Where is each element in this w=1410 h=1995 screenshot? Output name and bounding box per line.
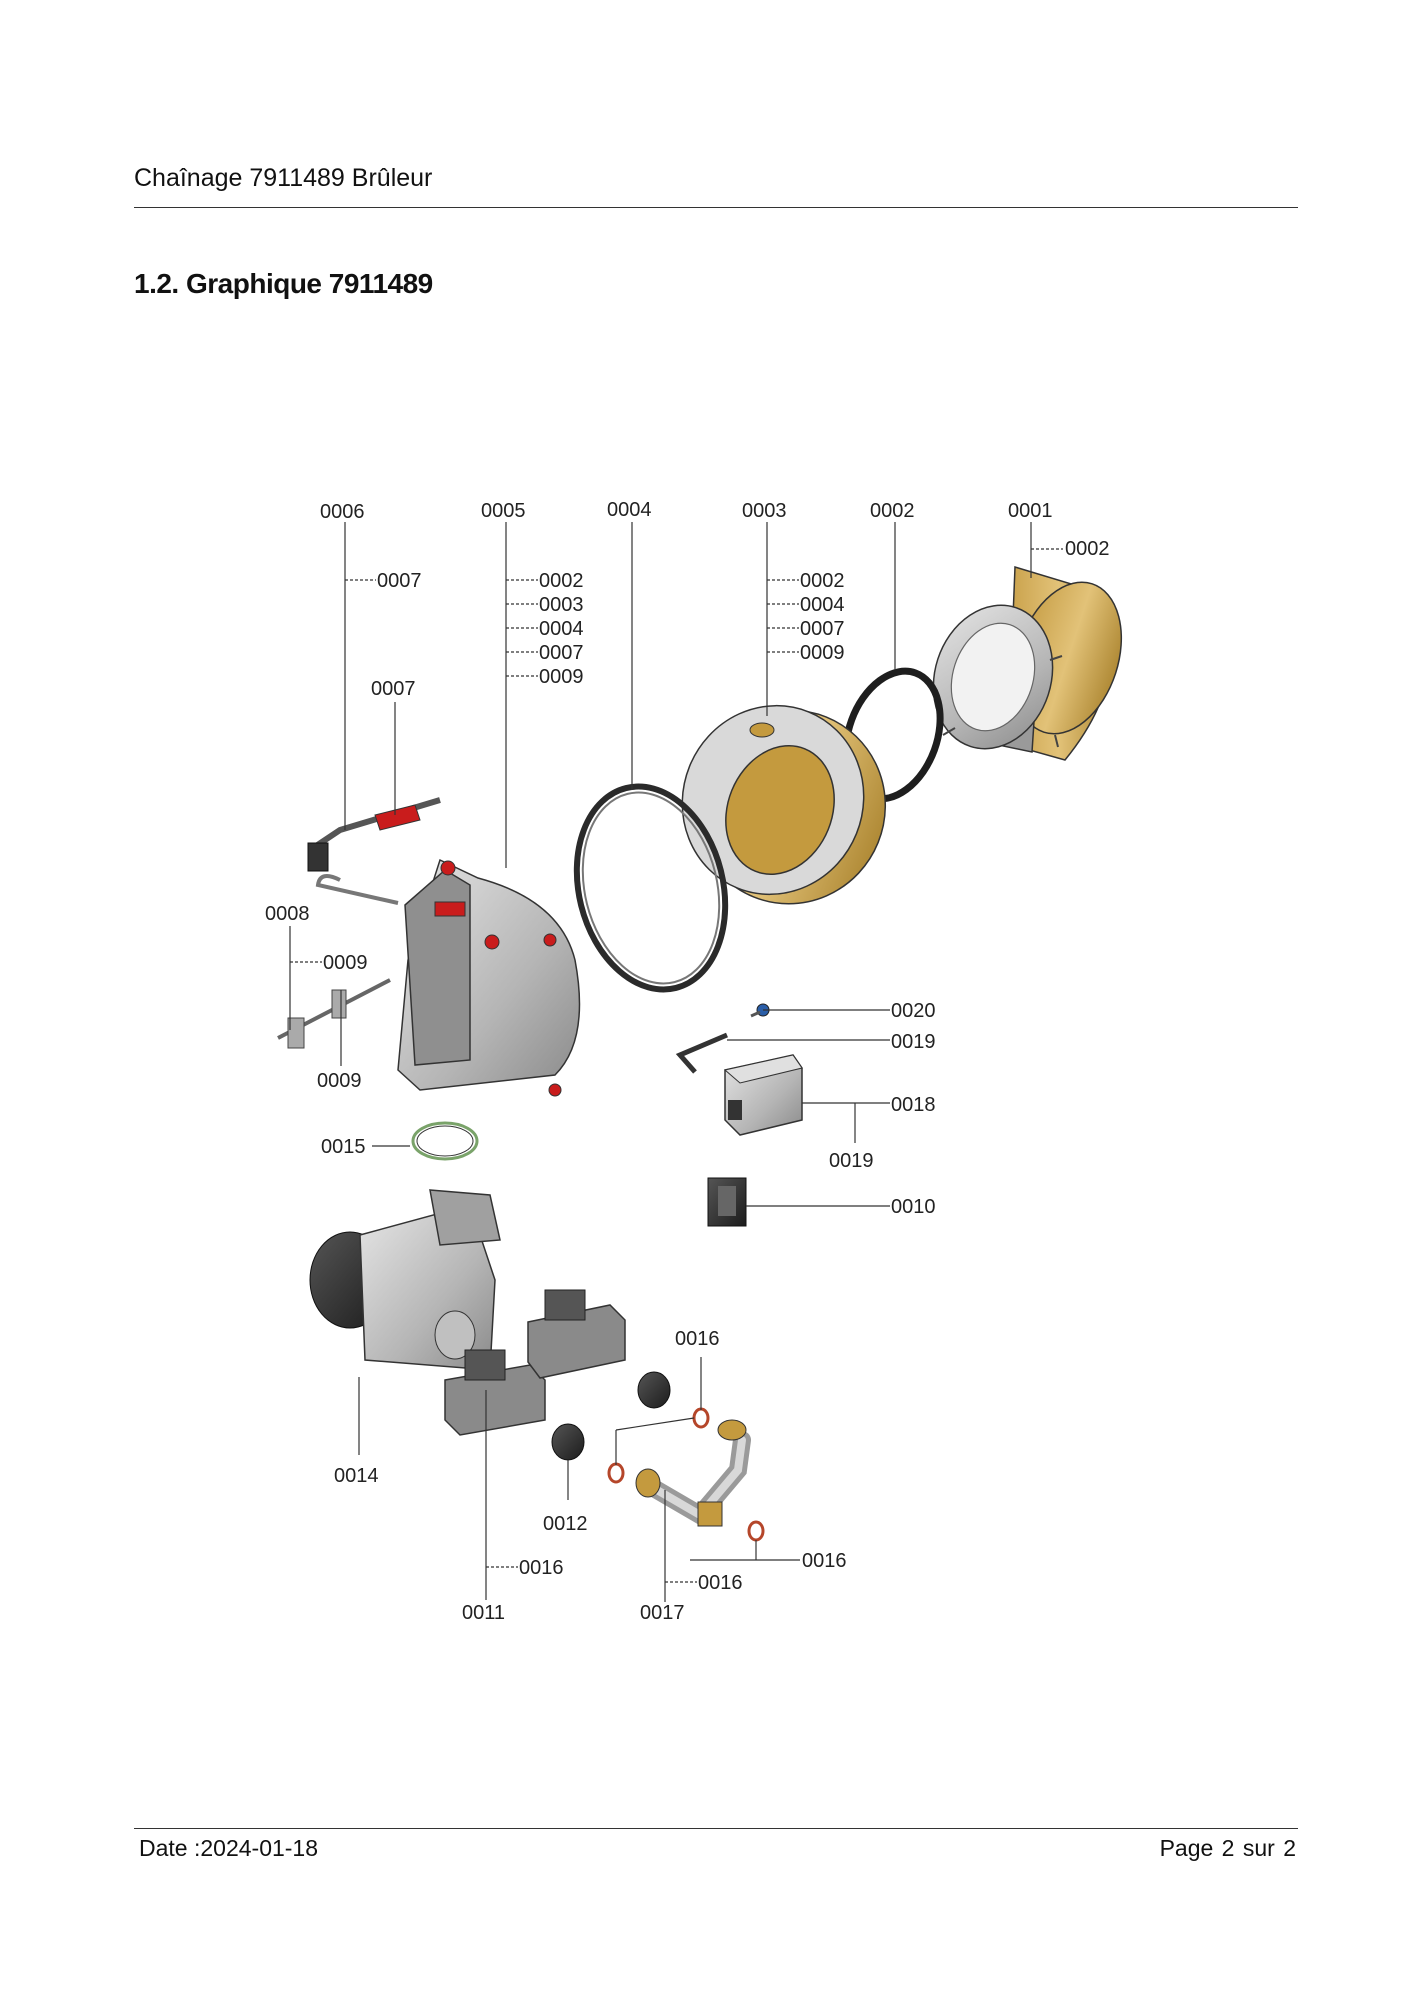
callout-0011: 0011	[462, 1602, 505, 1624]
part-0004-o-ring	[573, 783, 729, 993]
part-0014-fan	[309, 1189, 501, 1371]
header-divider	[134, 207, 1298, 208]
callout-0003: 0003	[742, 500, 787, 522]
document-header-title: Chaînage 7911489 Brûleur	[134, 164, 433, 192]
callout-0017: 0017	[640, 1602, 685, 1624]
callout-0016-a: 0016	[675, 1328, 720, 1350]
callout-0003-sub-0009: 0009	[800, 642, 845, 664]
callout-0014: 0014	[334, 1465, 379, 1487]
callout-0003-sub-0002: 0002	[800, 570, 845, 592]
part-0012-grommet-2	[637, 1371, 671, 1409]
callout-0001-sub-0002: 0002	[1065, 538, 1110, 560]
leader-lines	[289, 522, 1063, 1602]
callout-0004: 0004	[607, 499, 652, 521]
part-0008-electrode	[277, 978, 391, 1049]
callout-0011-sub-0016: 0016	[519, 1557, 564, 1579]
callout-0003-sub-0007: 0007	[800, 618, 845, 640]
footer-divider	[134, 1828, 1298, 1829]
callout-0019: 0019	[891, 1031, 936, 1053]
callout-0001: 0001	[1008, 500, 1053, 522]
callout-0017-sub-0016: 0016	[698, 1572, 743, 1594]
part-0018-control-box	[723, 1054, 803, 1136]
callout-0005-sub-0002: 0002	[539, 570, 584, 592]
part-0011-gas-valve	[444, 1289, 626, 1436]
callout-0005-sub-0009: 0009	[539, 666, 584, 688]
footer-date: Date :2024-01-18	[139, 1835, 319, 1861]
callout-0009: 0009	[317, 1070, 362, 1092]
part-0017-gas-pipe	[635, 1419, 751, 1527]
part-0005-housing	[397, 858, 581, 1097]
part-0016-seal-b	[607, 1462, 625, 1484]
callout-0008-sub-0009: 0009	[323, 952, 368, 974]
part-0016-seal-c	[747, 1520, 765, 1542]
callout-0016-b: 0016	[802, 1550, 847, 1572]
part-0015-o-ring	[411, 1121, 479, 1161]
callout-0005-sub-0007: 0007	[539, 642, 584, 664]
part-0012-grommet	[551, 1423, 585, 1461]
callout-0007: 0007	[371, 678, 416, 700]
callout-0002: 0002	[870, 500, 915, 522]
callout-0005: 0005	[481, 500, 526, 522]
callout-0012: 0012	[543, 1513, 588, 1535]
part-0016-seal-a	[692, 1407, 710, 1429]
callout-0008: 0008	[265, 903, 310, 925]
section-title: 1.2. Graphique 7911489	[134, 268, 433, 299]
callout-0005-sub-0004: 0004	[539, 618, 584, 640]
callout-0020: 0020	[891, 1000, 936, 1022]
part-0019-key	[675, 1032, 728, 1074]
footer-page-number: Page 2 sur 2	[1159, 1835, 1296, 1861]
callout-0006: 0006	[320, 501, 365, 523]
callout-0019-b: 0019	[829, 1150, 874, 1172]
part-0010-connector	[707, 1177, 747, 1227]
callout-0018: 0018	[891, 1094, 936, 1116]
callout-0015: 0015	[321, 1136, 366, 1158]
part-0001-burner-tube	[932, 566, 1123, 761]
part-0006-electrode	[307, 797, 441, 905]
callout-0006-sub-0007: 0007	[377, 570, 422, 592]
part-0003-flange	[681, 704, 887, 905]
callout-0003-sub-0004: 0004	[800, 594, 845, 616]
callout-0005-sub-0003: 0003	[539, 594, 584, 616]
callout-0010: 0010	[891, 1196, 936, 1218]
